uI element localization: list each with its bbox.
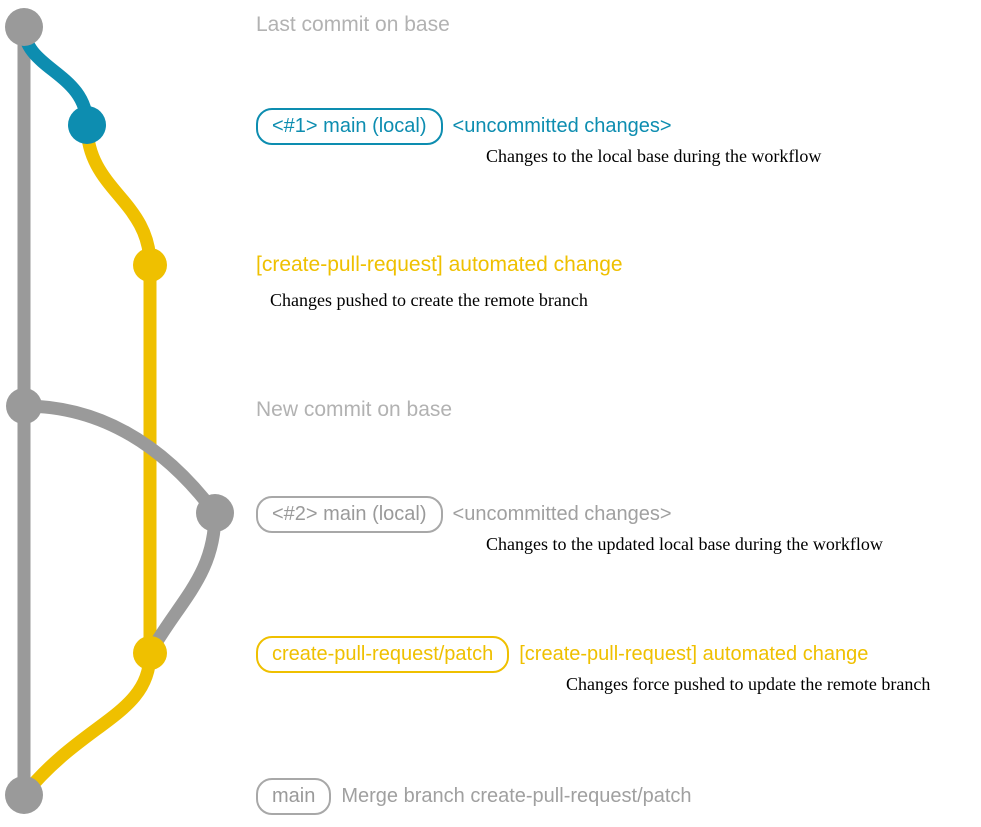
branch-line-local-2 bbox=[17, 399, 222, 520]
commit-node-base-new-commit[interactable] bbox=[6, 388, 42, 424]
headline-new-commit-on-base: New commit on base bbox=[256, 398, 453, 421]
headline-last-commit-on-base: Last commit on base bbox=[256, 13, 450, 36]
commit-node-local-2[interactable] bbox=[196, 494, 234, 532]
commit-note-patch-1: Changes pushed to create the remote bran… bbox=[270, 290, 588, 310]
commit-node-local-1[interactable] bbox=[68, 106, 106, 144]
commit-subject-local-2: <uncommitted changes> bbox=[452, 503, 672, 525]
commit-node-base-top[interactable] bbox=[5, 8, 43, 46]
row-local-2: <#2> main (local) <uncommitted changes> bbox=[256, 496, 672, 533]
row-patch-2: create-pull-request/patch [create-pull-r… bbox=[256, 636, 868, 673]
branch-line-patch-1 bbox=[80, 118, 157, 272]
branch-line-local-2-to-patch-2 bbox=[143, 506, 222, 660]
ref-badge-main-local-1[interactable]: <#1> main (local) bbox=[256, 108, 443, 145]
commit-node-patch-1[interactable] bbox=[133, 248, 167, 282]
commit-subject-local-1: <uncommitted changes> bbox=[452, 115, 672, 137]
ref-badge-main-local-2[interactable]: <#2> main (local) bbox=[256, 496, 443, 533]
branch-line-merge bbox=[17, 646, 157, 802]
ref-badge-main[interactable]: main bbox=[256, 778, 332, 815]
row-local-1: <#1> main (local) <uncommitted changes> bbox=[256, 108, 672, 145]
commit-subject-merge: Merge branch create-pull-request/patch bbox=[341, 785, 692, 807]
commit-node-patch-2[interactable] bbox=[133, 636, 167, 670]
commit-subject-patch-2: [create-pull-request] automated change bbox=[519, 643, 869, 665]
commit-note-local-1: Changes to the local base during the wor… bbox=[486, 146, 822, 166]
commit-note-local-2: Changes to the updated local base during… bbox=[486, 534, 883, 554]
headline-patch-1: [create-pull-request] automated change bbox=[256, 253, 623, 276]
ref-badge-create-pull-request-patch[interactable]: create-pull-request/patch bbox=[256, 636, 510, 673]
commit-node-merge[interactable] bbox=[5, 776, 43, 814]
commit-note-patch-2: Changes force pushed to update the remot… bbox=[566, 674, 931, 694]
row-merge: main Merge branch create-pull-request/pa… bbox=[256, 778, 692, 815]
